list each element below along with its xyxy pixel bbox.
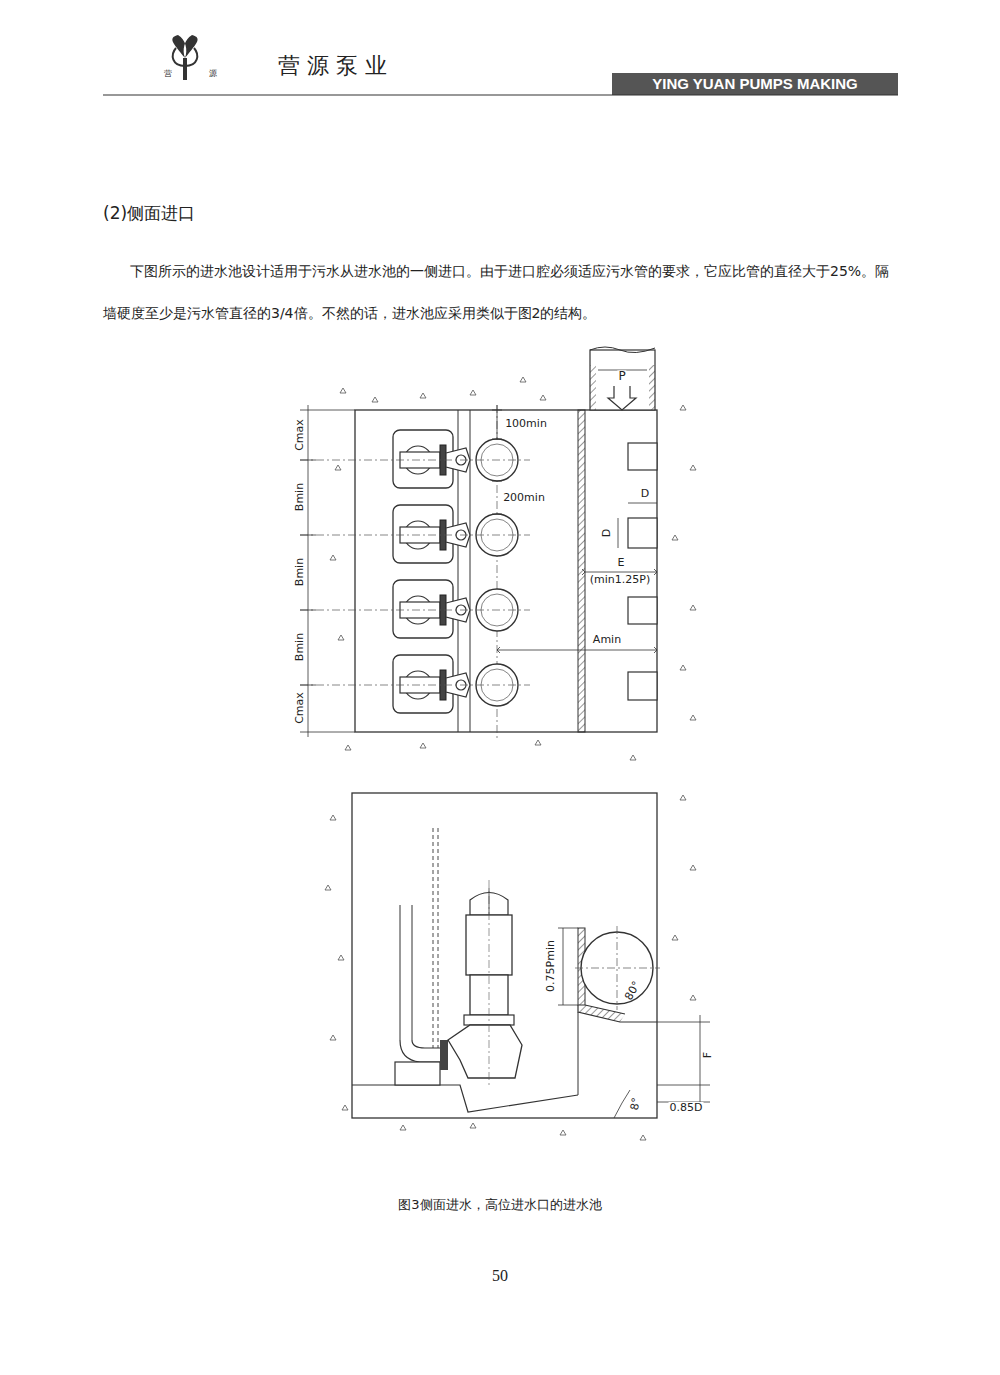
angle-label: 8° (629, 1097, 643, 1111)
body-paragraph: 下图所示的进水池设计适用于污水从进水池的一侧进口。由于进口腔必须适应污水管的要求… (103, 250, 898, 334)
figure-caption: 图3侧面进水，高位进水口的进水池 (398, 1198, 601, 1212)
dimension-label: Cmax (294, 418, 306, 452)
dimension-label: P (617, 370, 626, 383)
dimension-label: Amin (592, 634, 622, 646)
company-name-en: YING YUAN PUMPS MAKING (652, 76, 858, 93)
dimension-label: Bmin (294, 557, 306, 587)
dimension-label: D (640, 488, 650, 500)
logo-char: 源 (209, 70, 217, 79)
section-title: (2)侧面进口 (103, 202, 503, 224)
dimension-label: Bmin (294, 482, 306, 512)
dimension-label: 200min (502, 492, 546, 504)
dimension-label: (min1.25P) (589, 574, 651, 586)
dimension-label: Bmin (294, 632, 306, 662)
dimension-label: 0.85D (669, 1102, 704, 1114)
dimension-label: D (601, 528, 613, 538)
page-number: 50 (492, 1267, 508, 1285)
dimension-label: Cmax (294, 691, 306, 725)
dimension-label: E (617, 557, 626, 569)
logo-char: 营 (164, 70, 172, 79)
dimension-label: 0.75Pmin (545, 939, 557, 993)
company-name: 营源泵业 (278, 54, 394, 78)
dimension-label: F (702, 1051, 714, 1059)
dimension-label: 100min (504, 418, 548, 430)
